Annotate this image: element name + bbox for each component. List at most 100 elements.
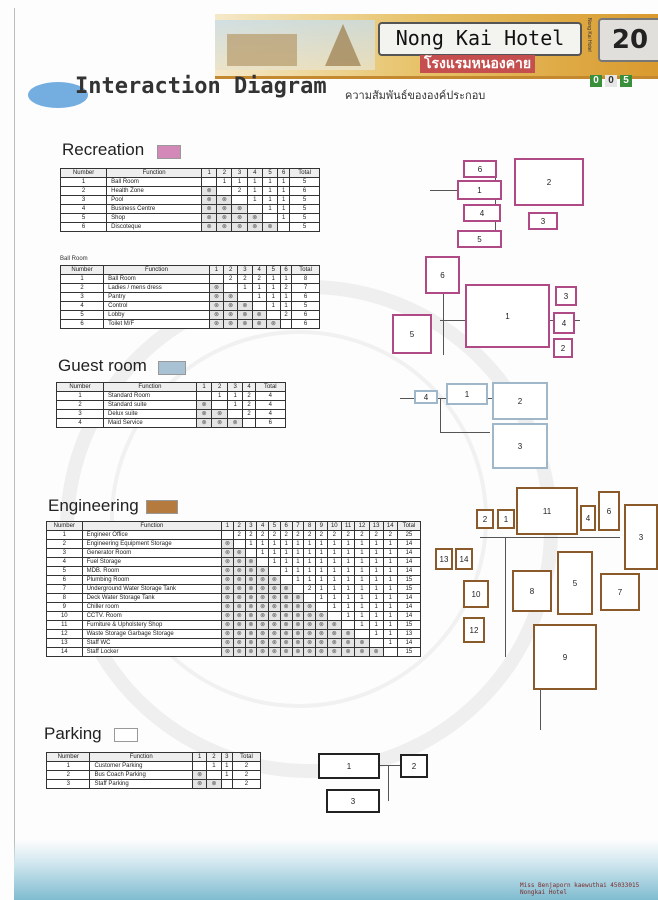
table-cell: 2 bbox=[243, 392, 255, 401]
no-relation-cell: ⊗ bbox=[202, 205, 217, 214]
no-relation-cell: ⊗ bbox=[222, 594, 234, 603]
no-relation-cell: ⊗ bbox=[280, 630, 292, 639]
table-row: 4Fuel Storage⊗⊗⊗111111111114 bbox=[47, 558, 421, 567]
table-cell: 14 bbox=[47, 648, 83, 657]
function-cell: Underground Water Storage Tank bbox=[82, 585, 222, 594]
table-header-cell: Function bbox=[104, 383, 197, 392]
engineering-node-6: 6 bbox=[598, 491, 620, 531]
function-cell: Engineer Office bbox=[82, 531, 222, 540]
no-relation-cell: ⊗ bbox=[245, 630, 257, 639]
no-relation-cell: ⊗ bbox=[327, 648, 341, 657]
recreation-title: Recreation bbox=[62, 140, 144, 160]
table-cell: 1 bbox=[355, 594, 369, 603]
no-relation-cell: ⊗ bbox=[257, 648, 269, 657]
table-cell: 1 bbox=[232, 178, 247, 187]
table-cell bbox=[355, 630, 369, 639]
table-cell: 2 bbox=[224, 275, 238, 284]
table-cell bbox=[192, 762, 206, 771]
recreation-color-swatch bbox=[157, 145, 181, 159]
no-relation-cell: ⊗ bbox=[269, 639, 281, 648]
table-header-cell: 6 bbox=[278, 169, 290, 178]
table-cell: 3 bbox=[61, 293, 104, 302]
engineering-node-10: 10 bbox=[463, 580, 489, 608]
table-cell: 6 bbox=[292, 293, 320, 302]
table-cell: 1 bbox=[61, 275, 104, 284]
table-cell: 1 bbox=[304, 540, 316, 549]
table-cell bbox=[243, 419, 255, 428]
no-relation-cell: ⊗ bbox=[224, 293, 238, 302]
table-cell: 1 bbox=[315, 558, 327, 567]
function-cell: Customer Parking bbox=[90, 762, 192, 771]
function-cell: Staff Parking bbox=[90, 780, 192, 789]
table-cell: 2 bbox=[304, 531, 316, 540]
table-cell: 5 bbox=[290, 178, 320, 187]
table-header-cell: 4 bbox=[252, 266, 266, 275]
table-cell: 1 bbox=[278, 196, 290, 205]
table-cell: 1 bbox=[315, 594, 327, 603]
no-relation-cell: ⊗ bbox=[341, 630, 355, 639]
no-relation-cell: ⊗ bbox=[327, 639, 341, 648]
table-cell: 2 bbox=[257, 531, 269, 540]
table-cell: 1 bbox=[315, 540, 327, 549]
table-cell: 14 bbox=[397, 567, 420, 576]
no-relation-cell: ⊗ bbox=[232, 205, 247, 214]
function-cell: Ball Room bbox=[107, 178, 202, 187]
no-relation-cell: ⊗ bbox=[327, 630, 341, 639]
table-cell: 7 bbox=[292, 284, 320, 293]
no-relation-cell: ⊗ bbox=[304, 648, 316, 657]
table-row: 12Waste Storage Garbage Storage⊗⊗⊗⊗⊗⊗⊗⊗⊗… bbox=[47, 630, 421, 639]
table-cell: 5 bbox=[61, 311, 104, 320]
table-cell: 1 bbox=[292, 549, 304, 558]
table-cell: 2 bbox=[57, 401, 104, 410]
table-row: 5MDB. Room⊗⊗⊗⊗11111111114 bbox=[47, 567, 421, 576]
no-relation-cell: ⊗ bbox=[209, 320, 223, 329]
no-relation-cell: ⊗ bbox=[222, 558, 234, 567]
no-relation-cell: ⊗ bbox=[209, 311, 223, 320]
table-cell: 1 bbox=[369, 558, 383, 567]
table-cell: 5 bbox=[61, 214, 107, 223]
table-cell: 1 bbox=[278, 187, 290, 196]
table-header-cell: 13 bbox=[369, 522, 383, 531]
pager-digit-2: 0 bbox=[605, 75, 617, 87]
table-cell: 1 bbox=[47, 531, 83, 540]
table-cell: 4 bbox=[47, 558, 83, 567]
table-cell: 4 bbox=[255, 401, 285, 410]
no-relation-cell: ⊗ bbox=[257, 585, 269, 594]
table-cell: 2 bbox=[269, 531, 281, 540]
table-cell: 6 bbox=[290, 187, 320, 196]
no-relation-cell: ⊗ bbox=[292, 639, 304, 648]
engineering-node-11: 11 bbox=[516, 487, 578, 535]
guest-room-matrix-table: NumberFunction1234Total1Standard Room112… bbox=[56, 382, 286, 428]
parking-node-2: 2 bbox=[400, 754, 428, 778]
engineering-node-5: 5 bbox=[557, 551, 593, 615]
table-cell: 1 bbox=[327, 585, 341, 594]
no-relation-cell: ⊗ bbox=[280, 612, 292, 621]
no-relation-cell: ⊗ bbox=[292, 621, 304, 630]
table-cell: 1 bbox=[383, 540, 397, 549]
function-cell: MDB. Room bbox=[82, 567, 222, 576]
no-relation-cell: ⊗ bbox=[233, 576, 245, 585]
no-relation-cell: ⊗ bbox=[280, 603, 292, 612]
no-relation-cell: ⊗ bbox=[233, 630, 245, 639]
table-cell: 14 bbox=[397, 549, 420, 558]
no-relation-cell: ⊗ bbox=[222, 630, 234, 639]
table-cell: 1 bbox=[278, 205, 290, 214]
no-relation-cell: ⊗ bbox=[304, 639, 316, 648]
no-relation-cell: ⊗ bbox=[245, 558, 257, 567]
table-cell bbox=[252, 302, 266, 311]
table-header-cell: 5 bbox=[269, 522, 281, 531]
table-cell: 1 bbox=[341, 603, 355, 612]
function-cell: Furniture & Upholstery Shop bbox=[82, 621, 222, 630]
table-row: 5Lobby⊗⊗⊗⊗26 bbox=[61, 311, 320, 320]
table-cell: 1 bbox=[327, 549, 341, 558]
no-relation-cell: ⊗ bbox=[269, 594, 281, 603]
table-cell: 2 bbox=[245, 531, 257, 540]
function-cell: Generator Room bbox=[82, 549, 222, 558]
guest-node-3: 3 bbox=[492, 423, 548, 469]
function-cell: Standard suite bbox=[104, 401, 197, 410]
table-cell: 1 bbox=[327, 567, 341, 576]
table-cell: 1 bbox=[341, 558, 355, 567]
table-cell bbox=[232, 196, 247, 205]
ballroom-node-3: 3 bbox=[555, 286, 577, 306]
no-relation-cell: ⊗ bbox=[222, 621, 234, 630]
